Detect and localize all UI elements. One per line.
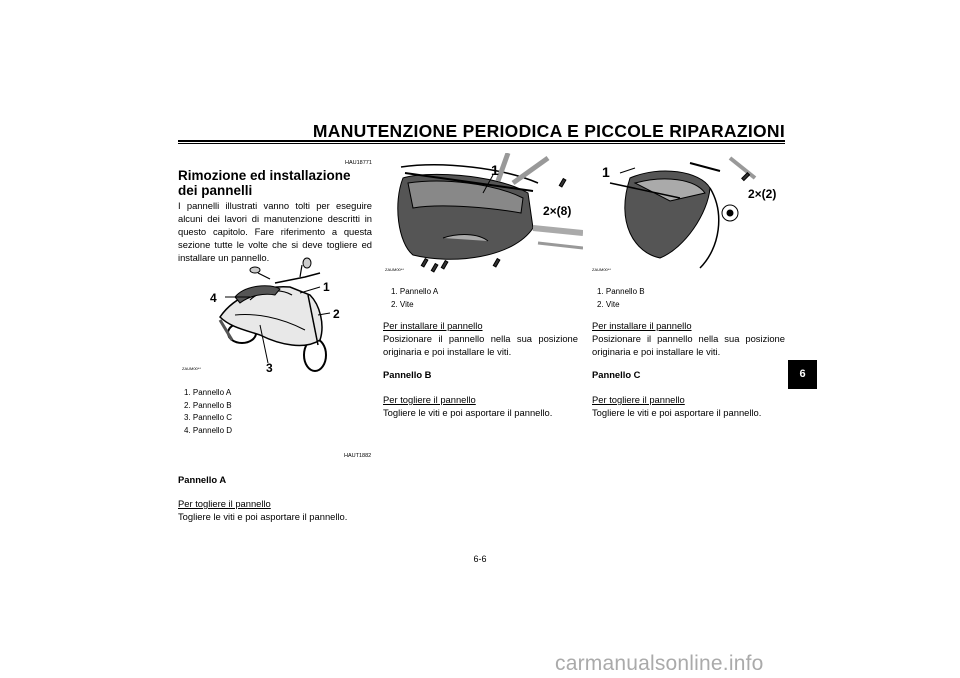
column-1: Rimozione ed installazione dei pannelli … [178,168,372,264]
figure-captions: 1. Pannello B 2. Vite [597,286,777,311]
reference-code: HAU18771 [345,160,372,166]
remove-text: Togliere le viti e poi asportare il pann… [592,407,762,418]
caption-item: 1. Pannello A [184,388,232,397]
install-label: Per installare il pannello [592,320,692,331]
page-header-title: MANUTENZIONE PERIODICA E PICCOLE RIPARAZ… [312,121,785,141]
remove-label: Per togliere il pannello [592,394,685,405]
remove-text: Togliere le viti e poi asportare il pann… [383,407,553,418]
header-rule-thin [178,143,785,144]
caption-item: 1. Pannello B [597,287,645,296]
reference-code: HAUT1882 [344,453,372,459]
callout-2-screws: 2×(8) [543,204,571,218]
callout-2: 2 [333,307,340,321]
caption-item: 2. Vite [597,299,620,309]
caption-item: 2. Pannello B [184,400,232,410]
install-text: Posizionare il pannello nella sua posizi… [592,333,785,357]
callout-1: 1 [491,162,499,178]
watermark: carmanualsonline.info [555,652,764,675]
figure-code: ZAUM00** [385,267,404,272]
caption-item: 3. Pannello C [184,413,233,422]
callout-3: 3 [266,361,273,375]
scooter-illustration: 4 1 2 3 ZAUM00** [182,257,340,375]
page-number: 6-6 [473,554,487,564]
chapter-tab: 6 [788,360,817,389]
panel-c-heading: Pannello C [592,369,641,380]
header-rule [178,140,785,142]
remove-label: Per togliere il pannello [383,394,476,405]
install-label: Per installare il pannello [383,320,483,331]
figure-code: ZAUM00** [592,267,611,272]
intro-paragraph: I pannelli illustrati vanno tolti per es… [178,200,372,263]
callout-1: 1 [602,164,610,180]
figure-captions: 1. Pannello A 2. Vite [391,286,571,311]
section-heading: Rimozione ed installazione dei pannelli [178,168,351,198]
caption-item: 1. Pannello A [391,287,439,296]
callout-2-screws: 2×(2) [748,187,776,201]
figure-captions: 1. Pannello A 2. Pannello B 3. Pannello … [184,387,364,437]
figure-code: ZAUM00** [182,366,201,371]
install-text: Posizionare il pannello nella sua posizi… [383,333,578,357]
callout-1: 1 [323,280,330,294]
panel-a-illustration: 1 2×(8) ZAUM00** [385,153,583,273]
caption-item: 4. Pannello D [184,425,233,435]
remove-text: Togliere le viti e poi asportare il pann… [178,511,348,522]
panel-b-heading: Pannello B [383,369,432,380]
callout-4: 4 [210,291,217,305]
panel-a-heading: Pannello A [178,474,227,485]
panel-b-illustration: 1 2×(2) ZAUM00** [592,156,776,272]
caption-item: 2. Vite [391,299,414,309]
remove-label: Per togliere il pannello [178,498,271,509]
